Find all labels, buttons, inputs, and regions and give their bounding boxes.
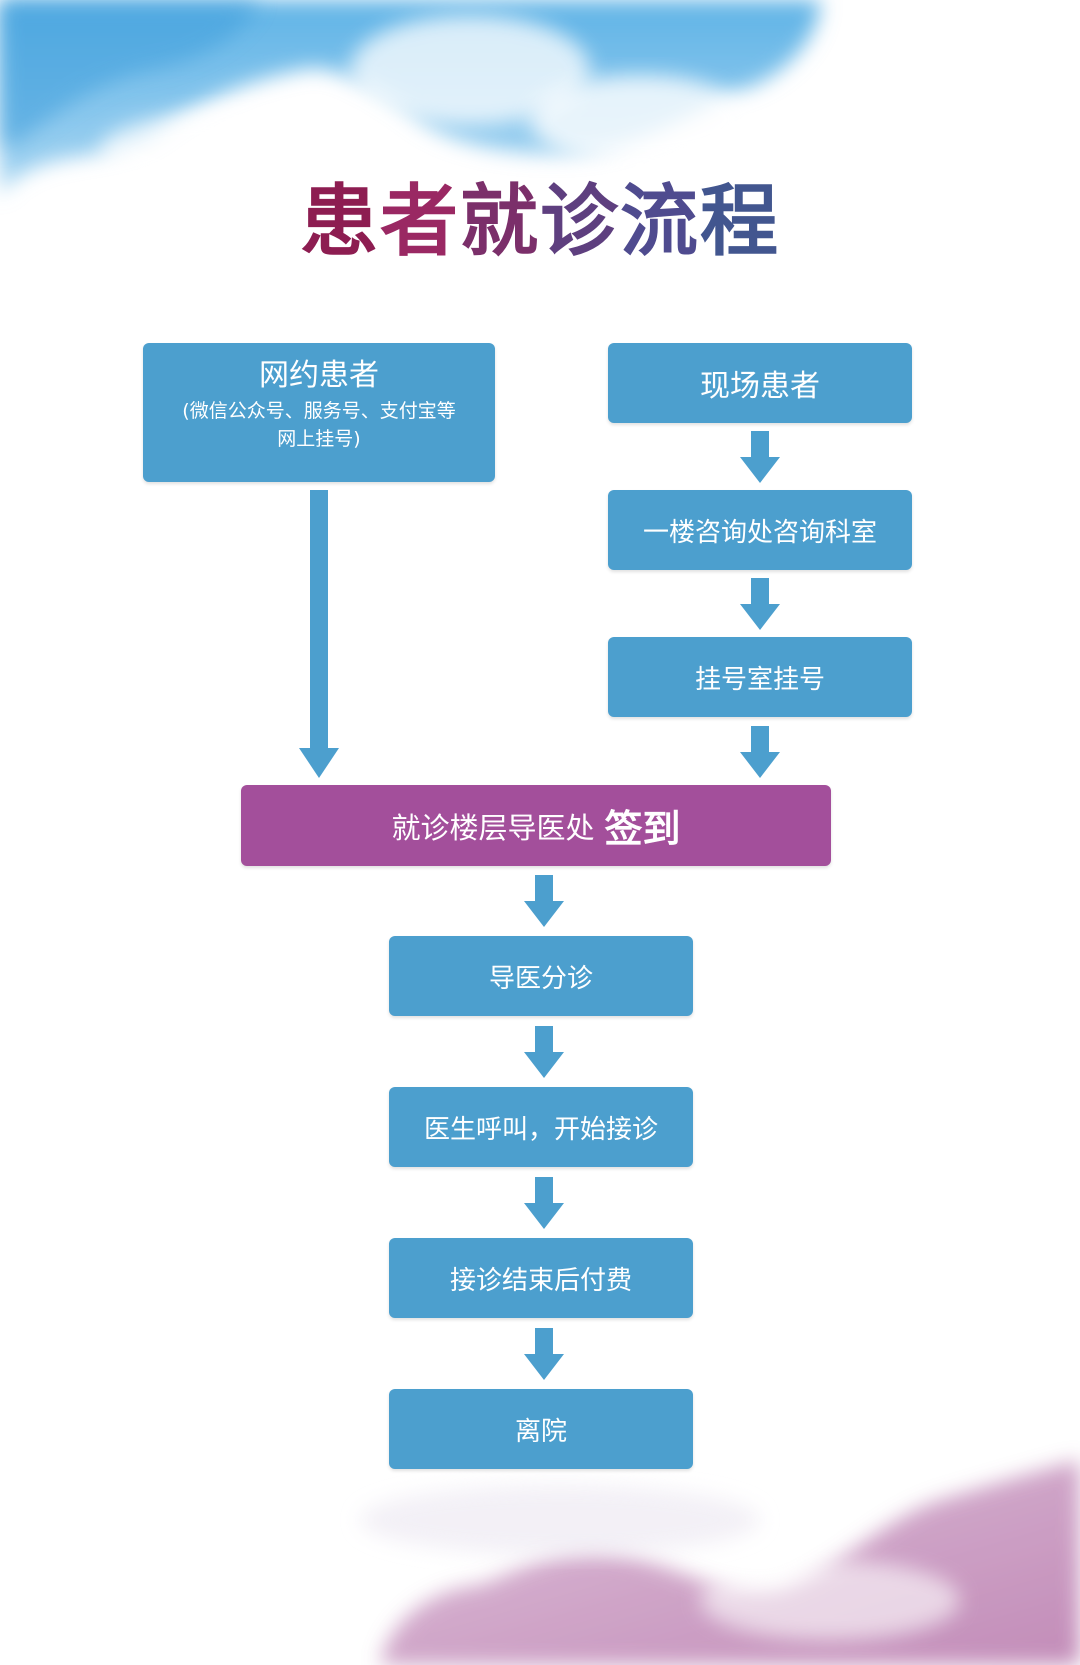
online-patients-note: 网上挂号)	[277, 428, 361, 450]
consult-label: 一楼咨询处咨询科室	[642, 517, 877, 548]
arrow-down-icon	[299, 490, 339, 780]
leave-box: 离院	[389, 1389, 693, 1469]
payment-box: 接诊结束后付费	[389, 1238, 693, 1318]
triage-label: 导医分诊	[488, 963, 593, 994]
title-char: 者	[379, 177, 460, 267]
arrow-down-icon	[740, 431, 780, 483]
checkin-box: 就诊楼层导医处 签到	[241, 785, 831, 866]
arrow-down-icon	[740, 726, 780, 778]
checkin-label: 就诊楼层导医处	[391, 810, 595, 845]
onsite-patients-title: 现场患者	[700, 369, 820, 404]
triage-box: 导医分诊	[389, 936, 693, 1016]
page-title: 患者就诊流程	[0, 172, 1080, 272]
consult-box: 一楼咨询处咨询科室	[608, 490, 912, 570]
title-char: 患	[299, 177, 380, 267]
arrow-down-icon	[524, 875, 564, 927]
title-char: 流	[620, 177, 701, 267]
online-patients-title: 网约患者	[259, 358, 379, 393]
doctor-call-label: 医生呼叫，开始接诊	[423, 1114, 658, 1145]
title-char: 程	[700, 177, 781, 267]
title-char: 诊	[540, 177, 621, 267]
arrow-down-icon	[524, 1026, 564, 1078]
online-patients-box: 网约患者 (微信公众号、服务号、支付宝等 网上挂号)	[143, 343, 495, 482]
onsite-patients-box: 现场患者	[608, 343, 912, 423]
online-patients-note: (微信公众号、服务号、支付宝等	[182, 400, 456, 422]
leave-label: 离院	[514, 1416, 567, 1447]
register-label: 挂号室挂号	[694, 664, 825, 695]
arrow-down-icon	[524, 1177, 564, 1229]
payment-label: 接诊结束后付费	[449, 1265, 632, 1296]
checkin-emphasis: 签到	[604, 807, 681, 851]
title-char: 就	[459, 177, 540, 267]
doctor-call-box: 医生呼叫，开始接诊	[389, 1087, 693, 1167]
arrow-down-icon	[740, 578, 780, 630]
arrow-down-icon	[524, 1328, 564, 1380]
register-box: 挂号室挂号	[608, 637, 912, 717]
